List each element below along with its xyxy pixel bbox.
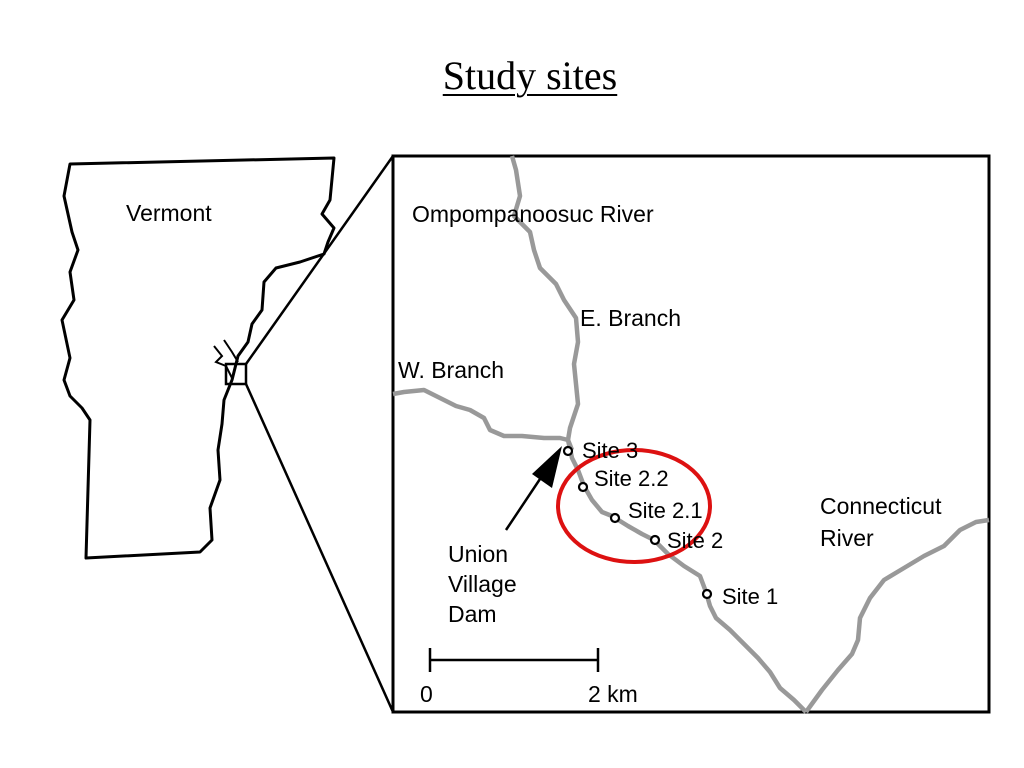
- ompompanoosuc-main-river: [565, 439, 808, 714]
- study-area-highlight: [556, 448, 712, 564]
- connecticut-label-line2: River: [820, 525, 874, 551]
- dam-label-line3: Dam: [448, 601, 497, 627]
- dam-arrow-head: [532, 446, 562, 488]
- west-branch-river: [392, 387, 569, 443]
- east-branch-river: [509, 155, 581, 451]
- site-label: Site 3: [582, 438, 638, 463]
- page-title: Study sites: [442, 53, 618, 98]
- east-branch-label: E. Branch: [580, 305, 681, 331]
- site-label: Site 2: [667, 528, 723, 553]
- dam-label-line1: Union: [448, 541, 508, 567]
- zoom-connector-bottom: [244, 383, 395, 713]
- site-marker: [701, 588, 713, 600]
- scale-start-label: 0: [420, 681, 433, 707]
- site-marker: [577, 481, 589, 493]
- site-marker: [649, 534, 661, 546]
- site-marker: [562, 445, 574, 457]
- vermont-river-squiggle: [213, 339, 239, 379]
- site-label: Site 2.2: [594, 466, 669, 491]
- zoom-connector-top: [244, 155, 395, 365]
- scale-end-label: 2 km: [588, 681, 638, 707]
- site-label: Site 2.1: [628, 498, 703, 523]
- inset-frame: [391, 154, 991, 714]
- state-label: Vermont: [126, 200, 212, 226]
- west-branch-label: W. Branch: [398, 357, 504, 383]
- scale-bar: [428, 648, 600, 672]
- connecticut-river: [804, 517, 990, 714]
- ompompanoosuc-label: Ompompanoosuc River: [412, 201, 654, 227]
- locator-box: [224, 362, 248, 386]
- dam-label-line2: Village: [448, 571, 517, 597]
- connecticut-label-line1: Connecticut: [820, 493, 942, 519]
- site-label: Site 1: [722, 584, 778, 609]
- dam-arrow-line: [504, 469, 548, 531]
- site-marker: [609, 512, 621, 524]
